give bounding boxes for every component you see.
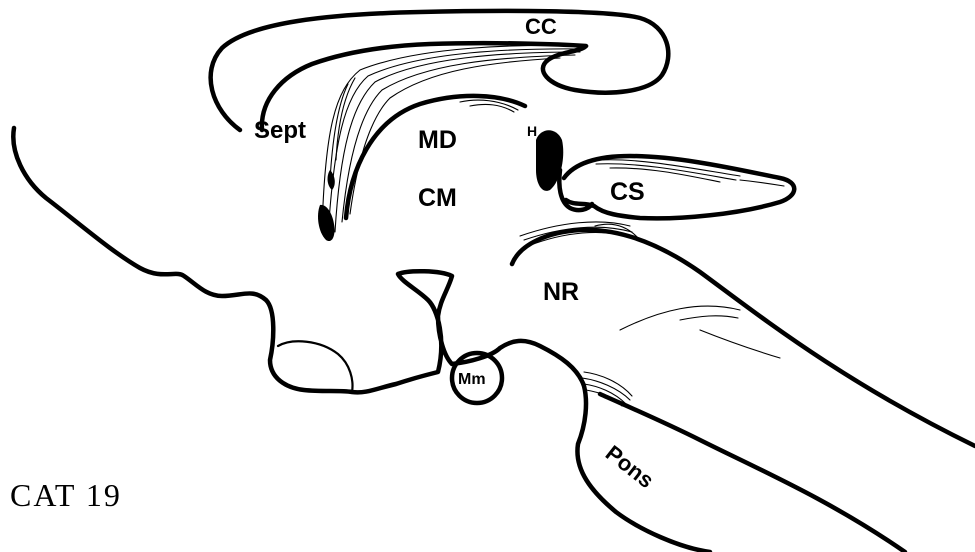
figure-caption: CAT 19 [10,477,122,513]
label-cm: CM [418,184,457,212]
label-mm: Mm [458,371,486,388]
label-md: MD [418,126,457,154]
label-nr: NR [543,278,579,306]
label-hb-h: H [527,123,537,139]
label-hb-b: B [540,135,550,151]
label-sept: Sept [254,117,306,144]
label-cs: CS [610,178,645,206]
pontine-fibres [582,372,632,406]
brainstem-dorsal-outline [512,230,975,446]
superior-colliculus-outline [564,156,794,218]
label-pons: Pons [601,440,659,493]
corpus-callosum-outline [211,11,669,130]
label-cc: CC [525,14,557,39]
